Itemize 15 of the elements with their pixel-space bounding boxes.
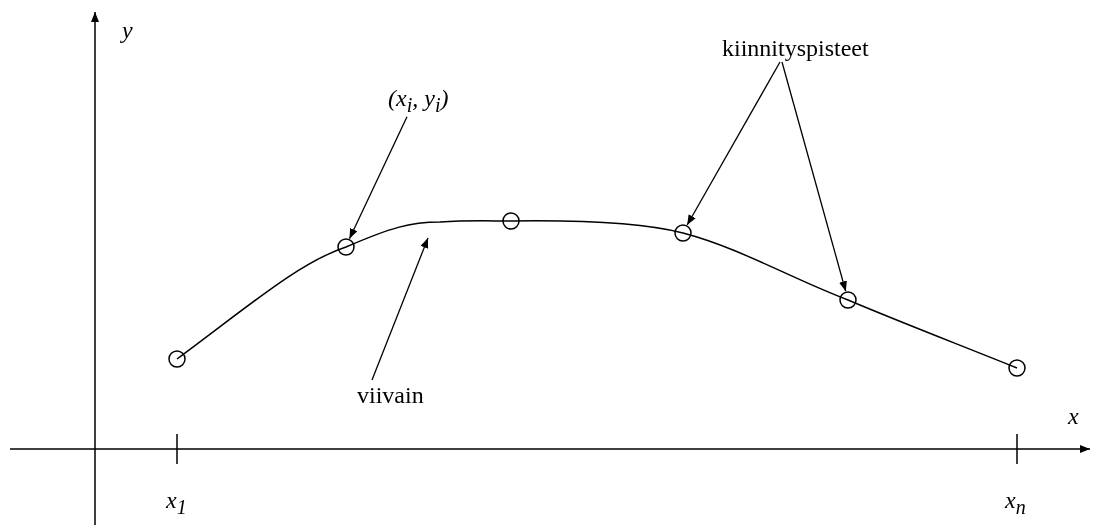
tick-label: x$_{1}$ xyxy=(166,488,187,517)
point-label: (x$_{i}$, y$_{i}$) xyxy=(388,86,449,115)
axis-label: x xyxy=(1068,404,1079,428)
tick-label: x$_{n}$ xyxy=(1005,488,1026,517)
leader-arrow xyxy=(348,116,408,240)
leader-arrow xyxy=(686,61,781,226)
leader-arrow xyxy=(371,237,429,381)
spline-curve xyxy=(176,220,1018,369)
attachment-point xyxy=(502,212,520,230)
attachment-point xyxy=(1008,359,1026,377)
attachment-point xyxy=(168,350,186,368)
axis-label: y xyxy=(122,18,133,42)
leader-arrow xyxy=(781,61,847,292)
callout-text: viivain xyxy=(357,383,424,407)
callout-text: kiinnityspisteet xyxy=(722,36,869,60)
